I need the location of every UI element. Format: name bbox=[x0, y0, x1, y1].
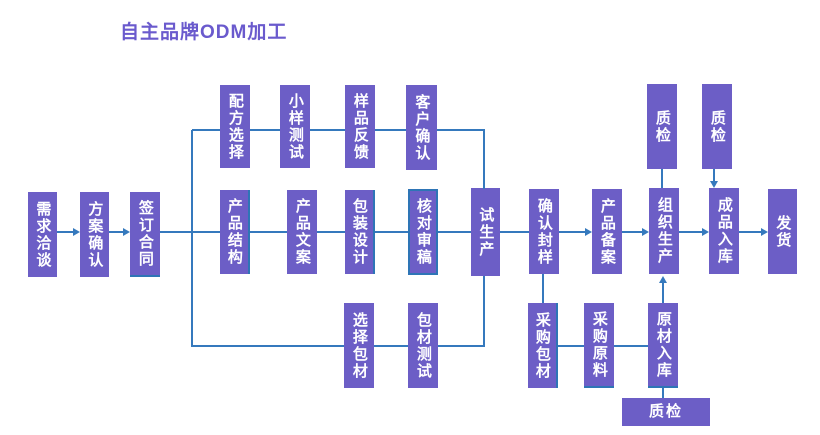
connector-line bbox=[483, 130, 485, 189]
node-label-qc-bottom: 质检 bbox=[648, 403, 683, 421]
node-purchase-raw: 采购原料 bbox=[584, 303, 614, 388]
connector-line bbox=[500, 231, 529, 233]
node-purchase-packaging: 采购包材 bbox=[528, 303, 558, 388]
connector-line bbox=[559, 231, 586, 233]
node-label-qc-top-2: 质检 bbox=[708, 109, 726, 144]
connector-line bbox=[438, 345, 485, 347]
node-label-product-copy: 产品文案 bbox=[293, 198, 311, 266]
node-sample-test: 小样测试 bbox=[280, 85, 310, 168]
node-label-sample-test: 小样测试 bbox=[286, 92, 304, 161]
node-label-customer-confirmation: 客户确认 bbox=[413, 93, 431, 162]
arrowhead-right-icon bbox=[642, 228, 649, 236]
node-shipment: 发货 bbox=[768, 189, 797, 274]
node-product-filing: 产品备案 bbox=[592, 189, 622, 274]
connector-line bbox=[310, 129, 345, 131]
connector-line bbox=[483, 276, 485, 347]
node-qc-bottom: 质检 bbox=[622, 398, 710, 426]
connector-line bbox=[739, 231, 762, 233]
connector-line bbox=[614, 345, 648, 347]
node-label-plan-confirmation: 方案确认 bbox=[86, 200, 104, 269]
connector-line bbox=[437, 129, 485, 131]
node-label-purchase-packaging: 采购包材 bbox=[533, 311, 551, 380]
connector-line bbox=[192, 345, 344, 347]
arrowhead-right-icon bbox=[123, 228, 130, 236]
connector-line bbox=[250, 231, 287, 233]
node-trial-production: 试生产 bbox=[471, 188, 500, 276]
node-label-material-selection: 选择包材 bbox=[350, 311, 368, 380]
arrowhead-right-icon bbox=[761, 228, 768, 236]
connector-line bbox=[374, 345, 408, 347]
node-label-formula-selection: 配方选择 bbox=[226, 92, 244, 161]
node-label-finished-storage: 成品入库 bbox=[715, 197, 733, 265]
connector-line bbox=[713, 169, 715, 182]
connector-line bbox=[317, 231, 345, 233]
connector-line bbox=[622, 231, 643, 233]
node-customer-confirmation: 客户确认 bbox=[406, 85, 437, 170]
node-label-raw-storage: 原材入库 bbox=[654, 310, 672, 379]
connector-line bbox=[160, 231, 220, 233]
node-label-proof-review: 核对审稿 bbox=[414, 198, 432, 266]
connector-line bbox=[679, 231, 703, 233]
node-label-shipment: 发货 bbox=[774, 214, 792, 249]
node-label-sample-feedback: 样品反馈 bbox=[351, 92, 369, 161]
node-product-structure: 产品结构 bbox=[220, 190, 250, 274]
node-product-copy: 产品文案 bbox=[287, 190, 317, 274]
arrowhead-up-icon bbox=[659, 276, 667, 283]
node-material-selection: 选择包材 bbox=[344, 303, 374, 388]
connector-line bbox=[542, 274, 544, 303]
node-proof-review: 核对审稿 bbox=[408, 189, 438, 275]
node-sample-feedback: 样品反馈 bbox=[345, 85, 375, 168]
node-production-organization: 组织生产 bbox=[649, 188, 679, 274]
connector-line bbox=[558, 345, 584, 347]
node-label-contract-signing: 签订合同 bbox=[136, 199, 154, 268]
arrowhead-right-icon bbox=[73, 228, 80, 236]
node-label-trial-production: 试生产 bbox=[477, 206, 495, 258]
node-material-test: 包材测试 bbox=[408, 303, 438, 388]
node-formula-selection: 配方选择 bbox=[220, 85, 250, 168]
node-label-purchase-raw: 采购原料 bbox=[590, 310, 608, 379]
arrowhead-right-icon bbox=[585, 228, 592, 236]
node-raw-storage: 原材入库 bbox=[648, 303, 678, 388]
connector-line bbox=[250, 129, 280, 131]
node-sample-sealing: 确认封样 bbox=[529, 189, 559, 274]
node-finished-storage: 成品入库 bbox=[709, 188, 739, 274]
connector-line bbox=[375, 231, 408, 233]
node-label-sample-sealing: 确认封样 bbox=[535, 197, 553, 266]
connector-line bbox=[438, 231, 471, 233]
arrowhead-down-icon bbox=[710, 181, 718, 188]
node-demand-negotiation: 需求洽谈 bbox=[28, 192, 57, 277]
connector-line bbox=[375, 129, 406, 131]
node-package-design: 包装设计 bbox=[345, 190, 375, 274]
node-label-demand-negotiation: 需求洽谈 bbox=[34, 200, 52, 269]
node-label-material-test: 包材测试 bbox=[414, 311, 432, 380]
connector-line bbox=[109, 231, 124, 233]
page-title: 自主品牌ODM加工 bbox=[120, 22, 288, 43]
node-qc-top-2: 质检 bbox=[702, 84, 732, 169]
node-label-product-structure: 产品结构 bbox=[225, 198, 243, 266]
node-plan-confirmation: 方案确认 bbox=[80, 192, 109, 277]
connector-line bbox=[191, 130, 193, 347]
node-contract-signing: 签订合同 bbox=[130, 192, 160, 277]
node-label-production-organization: 组织生产 bbox=[655, 197, 673, 265]
node-qc-top-1: 质检 bbox=[647, 84, 677, 169]
connector-line bbox=[192, 129, 220, 131]
node-label-package-design: 包装设计 bbox=[350, 198, 368, 266]
connector-line bbox=[57, 231, 74, 233]
connector-line bbox=[662, 282, 664, 303]
arrowhead-right-icon bbox=[702, 228, 709, 236]
connector-line bbox=[662, 388, 664, 398]
connector-line bbox=[661, 169, 663, 188]
node-label-qc-top-1: 质检 bbox=[653, 109, 671, 144]
node-label-product-filing: 产品备案 bbox=[598, 197, 616, 266]
